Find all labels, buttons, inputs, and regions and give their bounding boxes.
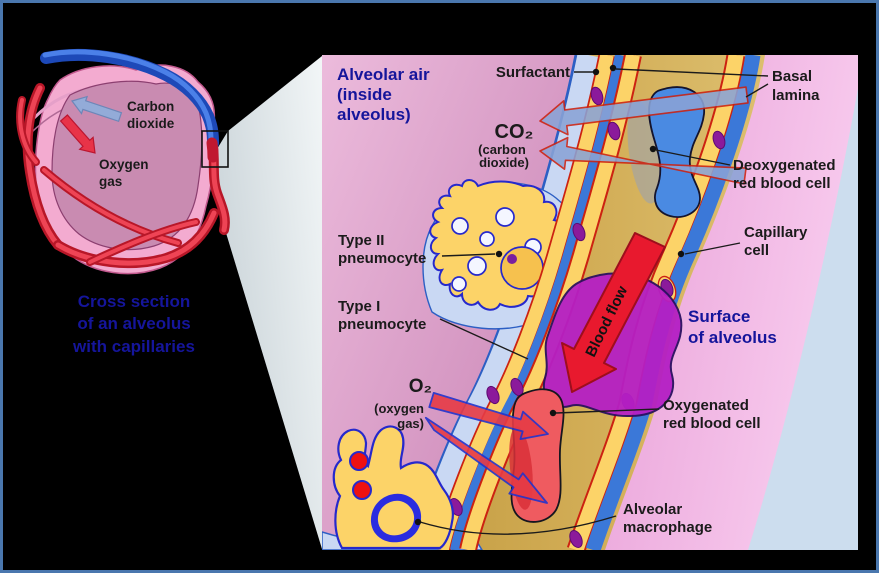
- inset-labels: Carbon dioxide Oxygen gas: [99, 99, 175, 189]
- label-line: alveolus): [337, 105, 411, 124]
- diagram-canvas: Carbon dioxide Oxygen gas Cross section …: [16, 48, 858, 550]
- caption-line: Cross section: [78, 292, 190, 311]
- deoxygenated-rbc-label: Deoxygenated red blood cell: [649, 145, 836, 192]
- label-line: (inside: [337, 85, 392, 104]
- surface-of-alveolus-label: Surface of alveolus: [688, 307, 777, 347]
- label-line: Surfactant: [496, 64, 570, 81]
- caption-line: with capillaries: [72, 337, 195, 356]
- co2-diffusion-arrows: [539, 86, 749, 185]
- o2-label: O₂ (oxygen gas): [374, 376, 432, 431]
- basal-lamina-label: Basal lamina: [609, 64, 820, 104]
- label-line: gas): [397, 416, 424, 431]
- o2-direction-arrow: [59, 114, 96, 154]
- label-line: Oxygenated: [663, 397, 749, 414]
- label-line: CO₂: [495, 121, 534, 143]
- label-line: of alveolus: [688, 328, 777, 347]
- carbon-dioxide-label: Carbon: [127, 99, 174, 114]
- label-line: Type I: [338, 298, 380, 315]
- label-line: pneumocyte: [338, 250, 426, 267]
- alveolar-air-label: Alveolar air (inside alveolus): [337, 65, 430, 124]
- label-line: Capillary: [744, 224, 808, 241]
- oxygen-gas-label: gas: [99, 174, 122, 189]
- label-line: O₂: [409, 376, 432, 397]
- type1-pneumocyte-label: Type I pneumocyte: [338, 298, 529, 360]
- label-line: dioxide): [479, 155, 529, 170]
- label-line: pneumocyte: [338, 316, 426, 333]
- oxygenated-rbc-label: Oxygenated red blood cell: [549, 397, 761, 432]
- label-line: lamina: [772, 87, 820, 104]
- label-line: Basal: [772, 68, 812, 85]
- engulfed-particle: [352, 480, 372, 500]
- type2-pneumocyte-label: Type II pneumocyte: [338, 232, 503, 267]
- capillary-cell-label: Capillary cell: [677, 224, 808, 259]
- caption-line: of an alveolus: [77, 314, 190, 333]
- label-line: Surface: [688, 307, 750, 326]
- label-line: Alveolar air: [337, 65, 430, 84]
- blood-flow-arrow: [561, 232, 666, 393]
- label-line: macrophage: [623, 519, 712, 536]
- label-line: (oxygen: [374, 401, 424, 416]
- label-line: (carbon: [478, 142, 526, 157]
- label-line: Type II: [338, 232, 384, 249]
- inset-alveolus-illustration: Carbon dioxide Oxygen gas Cross section …: [16, 48, 322, 549]
- label-line: cell: [744, 242, 769, 259]
- type2-nucleolus: [507, 254, 517, 264]
- engulfed-particle: [349, 451, 369, 471]
- carbon-dioxide-label: dioxide: [127, 116, 175, 131]
- inset-caption: Cross section of an alveolus with capill…: [72, 292, 195, 356]
- o2-diffusion-arrows: [424, 391, 549, 504]
- macrophage-nucleus-inner: [377, 500, 415, 536]
- label-line: red blood cell: [663, 415, 761, 432]
- label-line: Alveolar: [623, 501, 682, 518]
- panel-labels: Alveolar air (inside alveolus) Surfactan…: [337, 64, 836, 536]
- surfactant-label: Surfactant: [496, 64, 600, 81]
- type2-nucleus: [500, 246, 544, 290]
- zoom-region-box: [201, 130, 229, 168]
- oxygen-gas-label: Oxygen: [99, 157, 149, 172]
- zoom-wedge: [206, 56, 322, 549]
- label-line: Deoxygenated: [733, 157, 836, 174]
- pulmonary-vessel-blue: [40, 48, 219, 163]
- far-right-space: [748, 88, 858, 550]
- magnified-panel: Blood flow Alveolar air (inside alveolus…: [322, 55, 858, 550]
- co2-direction-arrow: [70, 95, 123, 123]
- co2-label: CO₂ (carbon dioxide): [478, 121, 533, 170]
- alveolar-macrophage-label: Alveolar macrophage: [414, 501, 712, 536]
- label-line: red blood cell: [733, 175, 831, 192]
